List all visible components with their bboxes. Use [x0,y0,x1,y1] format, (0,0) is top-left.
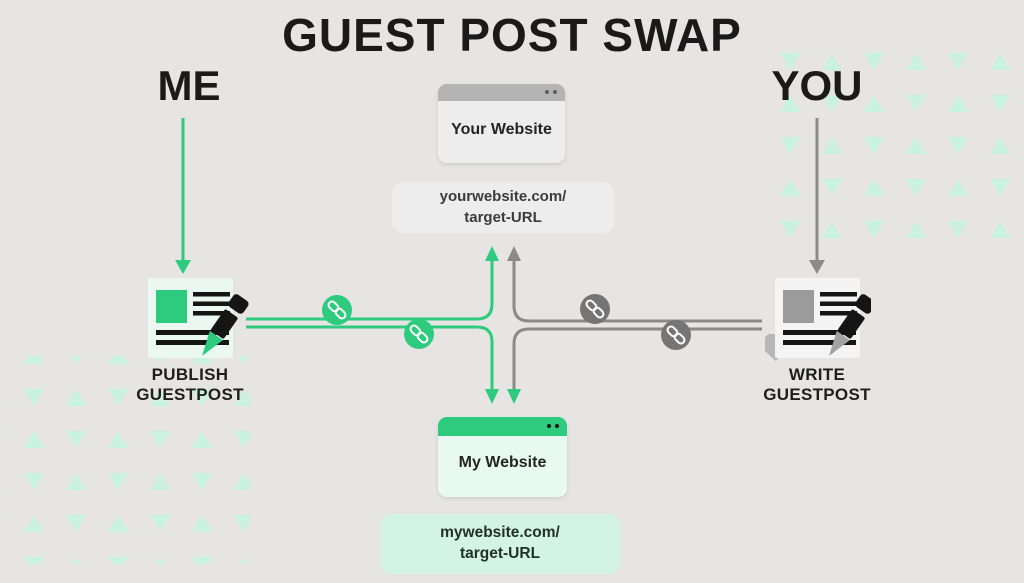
me-down-arrow [175,118,191,274]
actor-label-you: YOU [771,62,863,109]
green-link-to-my-website-arrow [246,325,499,404]
your-website-card: Your Website [438,84,565,163]
link-icon [404,319,434,349]
your-url-line1: yourwebsite.com/ [439,188,567,206]
my-website-title: My Website [458,454,547,471]
browser-window-icon [438,417,567,436]
gray-link-to-your-url-arrow [507,246,762,323]
browser-window-icon [438,84,565,101]
actor-label-me: ME [157,62,221,109]
you-down-arrow [809,118,825,274]
gray-link-to-my-website-arrow [507,327,762,404]
document-pen-icon [765,278,871,361]
triangle-pattern-bottom-left [0,356,250,564]
publish-guestpost-label: PUBLISH GUESTPOST [115,365,265,405]
my-url-line1: mywebsite.com/ [440,524,560,542]
green-link-to-your-url-arrow [246,246,499,321]
link-icon [661,320,691,350]
your-url-pill: yourwebsite.com/ target-URL [392,182,614,233]
link-icon [580,294,610,324]
publish-label-line1: PUBLISH [151,365,229,384]
your-website-title: Your Website [451,120,552,138]
window-dots-icon [547,424,559,428]
document-pen-icon [148,278,249,358]
triangle-pattern-top-right [772,44,1024,242]
page-title: GUEST POST SWAP [282,9,742,61]
pen-icon [202,294,249,356]
window-dots-icon [545,90,557,94]
write-label-line2: GUESTPOST [763,385,871,405]
write-label-line1: WRITE [788,365,846,384]
my-url-line2: target-URL [459,545,541,562]
your-url-line2: target-URL [464,208,542,226]
my-website-card: My Website [438,417,567,497]
my-url-pill: mywebsite.com/ target-URL [380,514,620,574]
write-guestpost-label: WRITE GUESTPOST [742,365,892,405]
link-icon [322,295,352,325]
publish-label-line2: GUESTPOST [136,385,244,405]
pen-icon [829,294,871,356]
